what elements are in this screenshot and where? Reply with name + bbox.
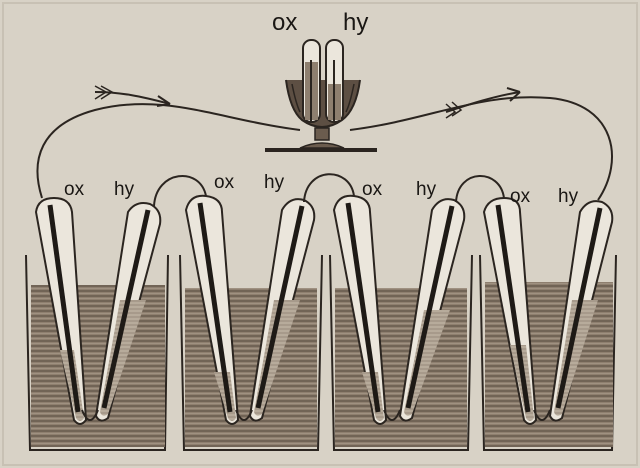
cell-2-left-electrode — [197, 202, 233, 413]
cell-1-ox-label: ox — [64, 179, 85, 200]
voltameter-ox-label: ox — [272, 9, 297, 36]
wire-right — [349, 96, 613, 201]
connector-3-4 — [455, 175, 505, 203]
wire-left — [36, 103, 301, 199]
cell-3-left-electrode — [345, 202, 381, 413]
cell-4-right-electrode — [555, 207, 603, 409]
cell-4-hy-label: hy — [558, 186, 579, 207]
connector-1-2 — [153, 174, 207, 207]
cell-1-liquid — [31, 285, 165, 447]
voltameter-stem — [314, 127, 330, 141]
cell-2-right-electrode — [255, 205, 305, 409]
cell-4 — [479, 196, 617, 451]
voltameter-base — [265, 148, 377, 152]
cell-3-ox-label: ox — [362, 179, 383, 200]
cell-1-right-electrode — [101, 209, 151, 409]
cell-2-ox-label: ox — [214, 172, 235, 193]
connector-2-3 — [303, 173, 355, 203]
cell-1-left-electrode — [47, 204, 81, 413]
arrow-right-icon — [94, 85, 171, 107]
arrow-right-icon — [445, 87, 521, 119]
voltameter-hy-label: hy — [343, 9, 368, 36]
cell-3-hy-label: hy — [416, 179, 437, 200]
cell-3 — [329, 194, 473, 451]
voltameter — [265, 39, 377, 152]
cell-2-hy-label: hy — [264, 172, 285, 193]
cell-4-left-electrode — [495, 204, 531, 413]
cell-4-ox-label: ox — [510, 186, 531, 207]
cell-1 — [25, 196, 169, 451]
cell-2 — [179, 194, 323, 451]
cell-3-right-electrode — [405, 205, 455, 409]
cell-1-hy-label: hy — [114, 179, 135, 200]
